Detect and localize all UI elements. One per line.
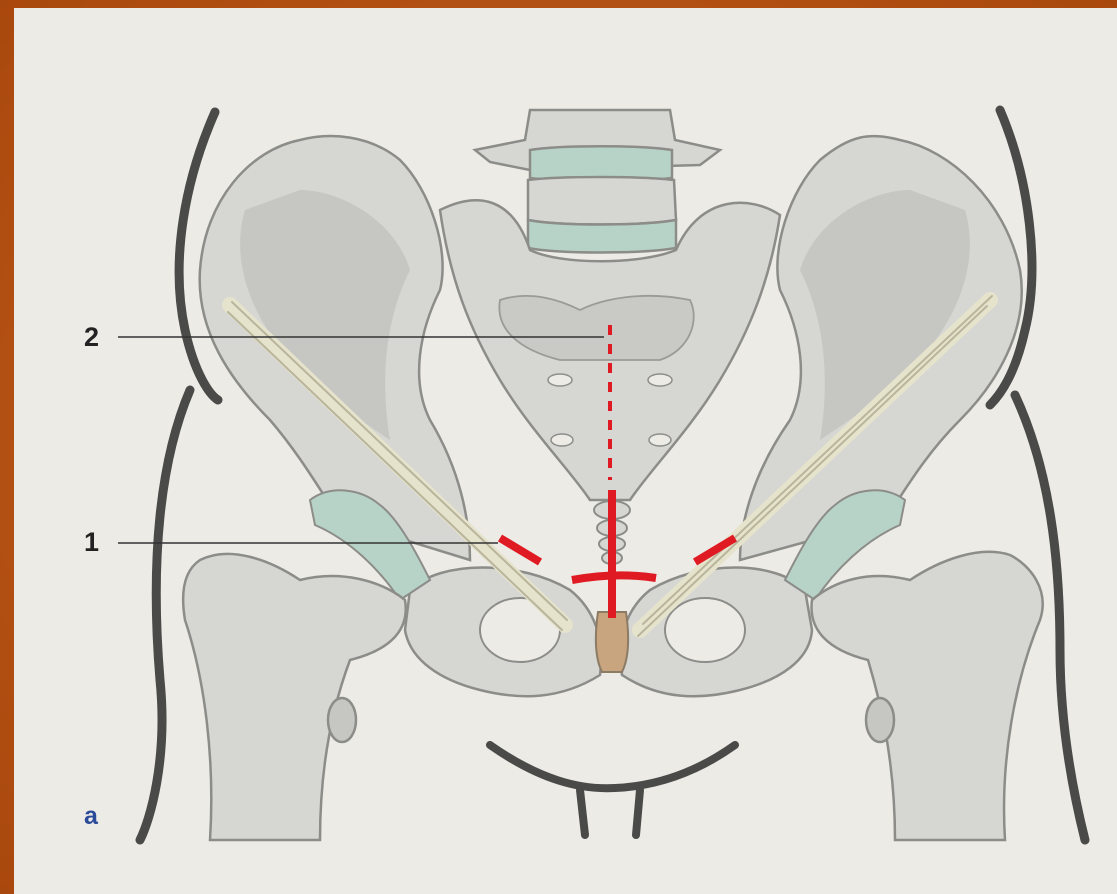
perineum-contour — [490, 745, 735, 788]
left-body-contour — [140, 112, 218, 840]
vertebra-l5 — [528, 177, 676, 225]
thigh-gap-right — [636, 790, 640, 835]
left-femur — [183, 554, 406, 840]
right-obturator-foramen — [665, 598, 745, 662]
right-lesser-trochanter — [866, 698, 894, 742]
panel-label: a — [84, 802, 98, 831]
right-femur — [811, 552, 1042, 840]
left-lesser-trochanter — [328, 698, 356, 742]
thigh-gap-left — [580, 790, 585, 835]
callout-label-1: 1 — [84, 527, 99, 558]
callout-label-2: 2 — [84, 322, 99, 353]
disc-lower — [528, 220, 676, 253]
pubic-symphysis — [596, 612, 628, 672]
